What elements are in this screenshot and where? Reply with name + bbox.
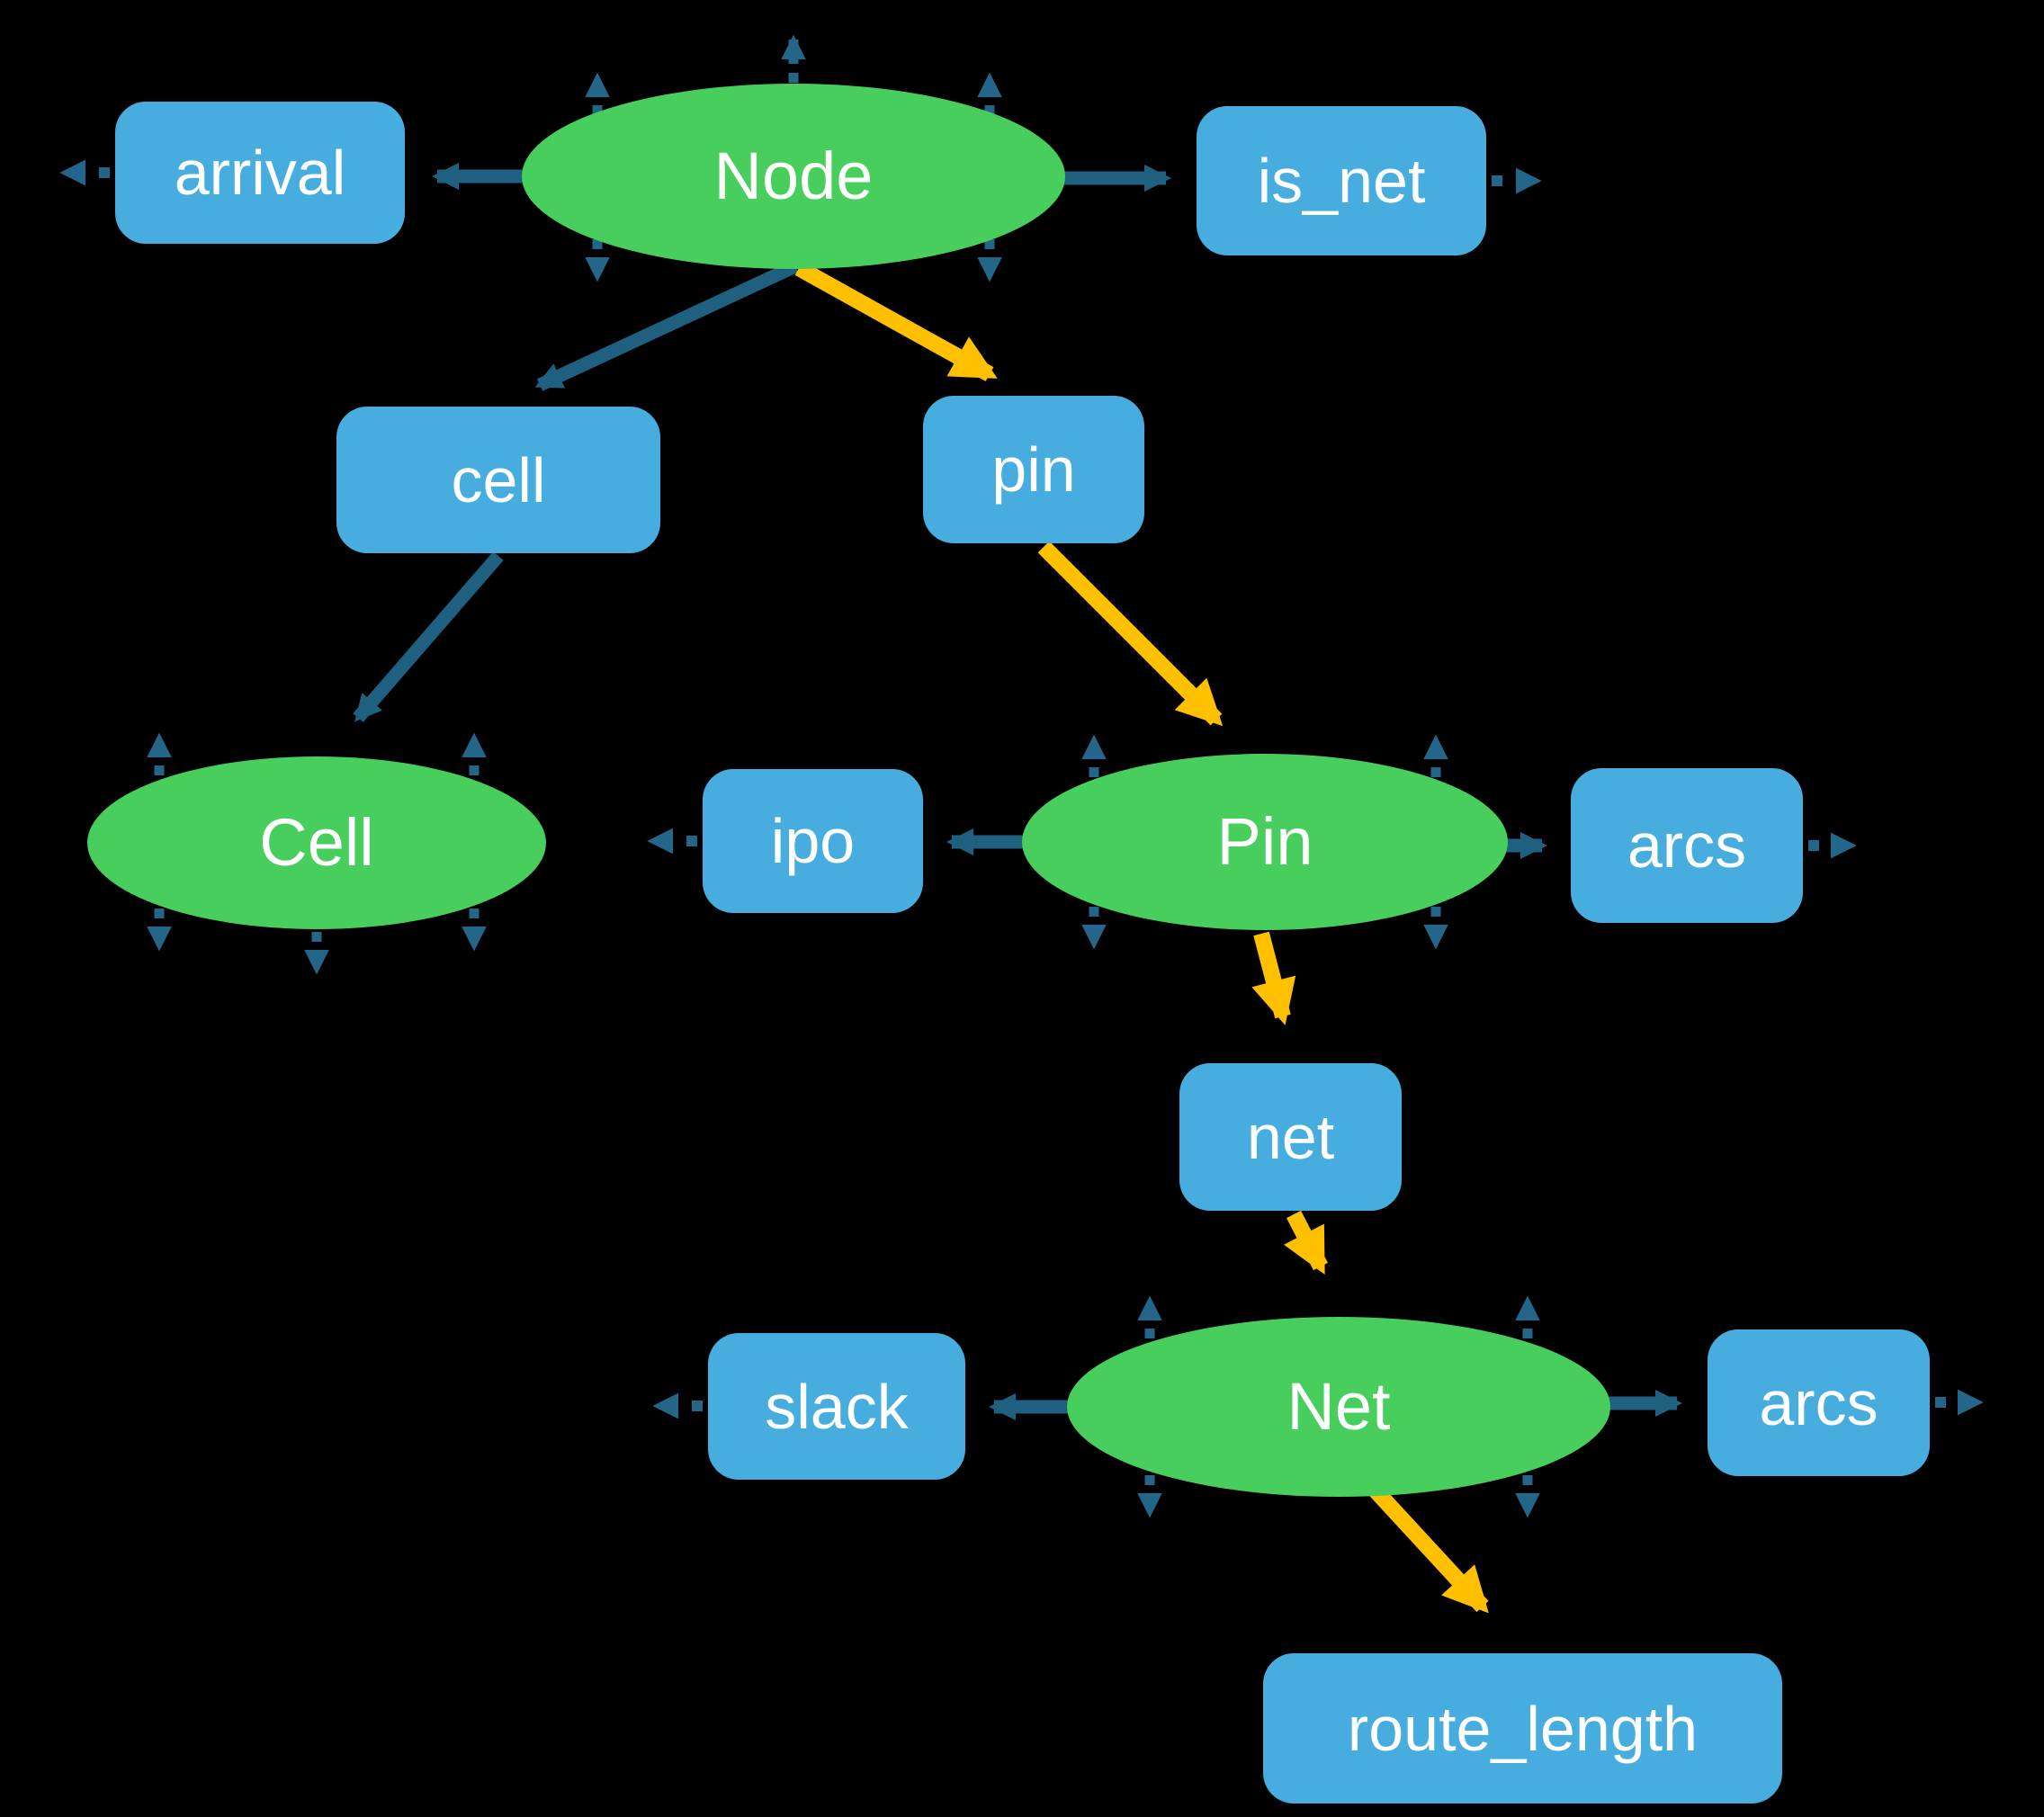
attribute-net-ref-label: net bbox=[1246, 1102, 1335, 1172]
attribute-net-arcs-label: arcs bbox=[1759, 1367, 1878, 1438]
entity-node-label: Node bbox=[713, 139, 874, 213]
attribute-net-arcs: arcs bbox=[1708, 1329, 1930, 1476]
entity-node: Node bbox=[522, 84, 1065, 269]
attribute-cell-ref: cell bbox=[336, 407, 660, 553]
attribute-slack-label: slack bbox=[765, 1371, 909, 1442]
attribute-cell-ref-label: cell bbox=[451, 444, 546, 515]
entity-pin-label: Pin bbox=[1216, 804, 1313, 879]
attribute-pin-ref: pin bbox=[923, 396, 1144, 543]
entity-pin: Pin bbox=[1022, 754, 1508, 930]
attribute-ipo-label: ipo bbox=[770, 806, 856, 876]
attribute-net-ref: net bbox=[1179, 1063, 1402, 1211]
edge-node-cellattr bbox=[534, 260, 799, 391]
entity-net: Net bbox=[1067, 1317, 1610, 1497]
edge-cellattr-cell bbox=[353, 551, 504, 722]
attribute-ipo: ipo bbox=[703, 769, 923, 913]
highlight-edge-net-routelength bbox=[1368, 1483, 1489, 1614]
entity-net-label: Net bbox=[1286, 1369, 1391, 1444]
highlight-edge-node-pinattr bbox=[794, 261, 998, 381]
attribute-is-net: is_net bbox=[1197, 106, 1486, 255]
attribute-slack: slack bbox=[708, 1333, 965, 1480]
attribute-pin-arcs: arcs bbox=[1571, 768, 1803, 923]
attribute-pin-ref-label: pin bbox=[991, 434, 1076, 505]
highlight-edge-pin-netattr bbox=[1251, 931, 1296, 1025]
entity-cell-label: Cell bbox=[259, 805, 374, 880]
highlight-edge-pinattr-pin bbox=[1037, 541, 1224, 727]
attribute-pin-arcs-label: arcs bbox=[1627, 810, 1747, 881]
attribute-arrival-label: arrival bbox=[174, 138, 346, 208]
highlight-edge-netattr-net bbox=[1284, 1210, 1328, 1275]
attribute-is-net-label: is_net bbox=[1257, 146, 1426, 216]
attribute-route-length: route_length bbox=[1263, 1653, 1782, 1804]
entity-cell: Cell bbox=[87, 756, 546, 929]
attribute-route-length-label: route_length bbox=[1347, 1693, 1699, 1764]
attribute-arrival: arrival bbox=[115, 102, 405, 244]
